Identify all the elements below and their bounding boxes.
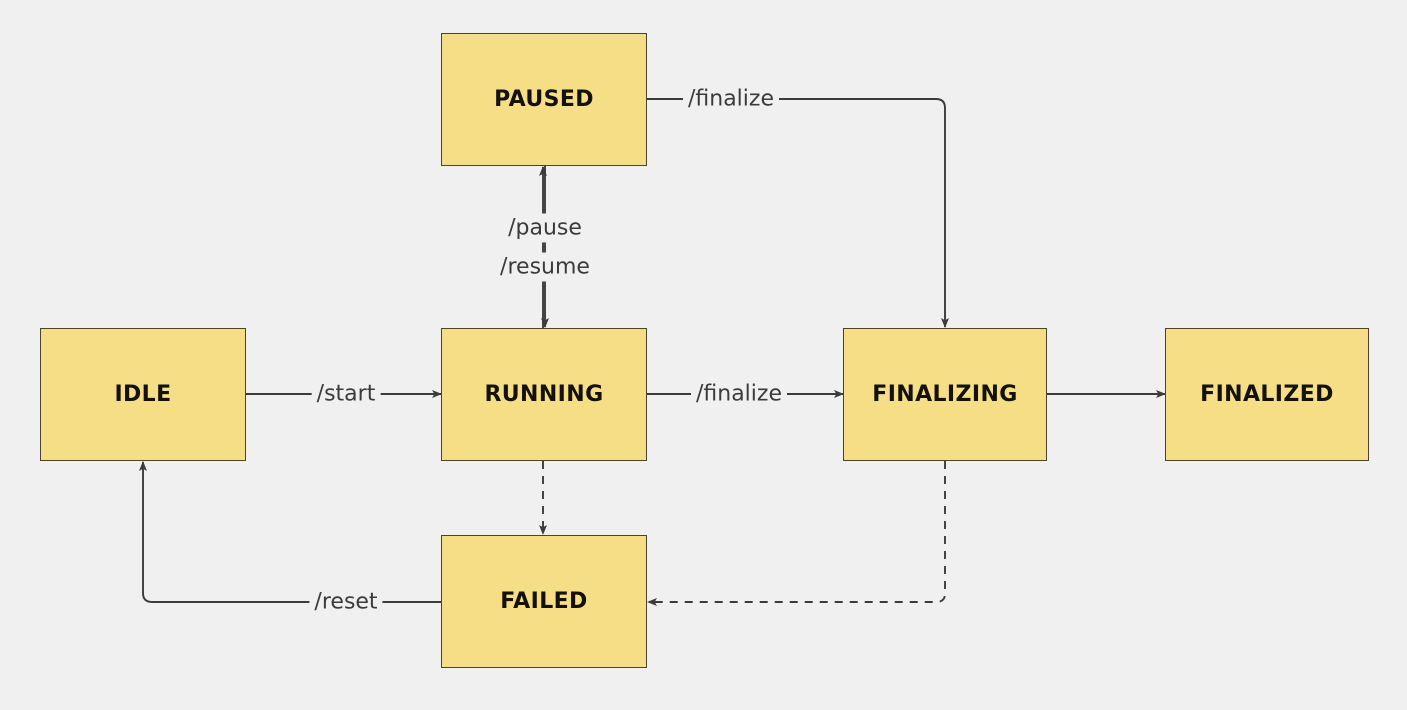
edge-label-reset: /reset: [309, 587, 383, 617]
state-node-paused[interactable]: PAUSED: [441, 33, 647, 166]
edge-label-finalize-paused: /finalize: [682, 84, 780, 114]
state-node-failed[interactable]: FAILED: [441, 535, 647, 668]
state-node-running[interactable]: RUNNING: [441, 328, 647, 461]
edge-paused-finalize-finalizing: [647, 98, 949, 328]
state-node-finalizing[interactable]: FINALIZING: [843, 328, 1047, 461]
state-label-paused: PAUSED: [494, 87, 594, 112]
state-label-running: RUNNING: [484, 382, 604, 407]
edge-label-resume: /resume: [495, 252, 595, 282]
state-label-finalized: FINALIZED: [1200, 382, 1334, 407]
state-node-finalized[interactable]: FINALIZED: [1165, 328, 1369, 461]
state-node-idle[interactable]: IDLE: [40, 328, 246, 461]
edge-failed-reset-idle: [139, 461, 441, 603]
edge-label-start: /start: [311, 379, 381, 409]
edge-label-finalize-running: /finalize: [690, 379, 788, 409]
edge-finalizing-failed: [647, 461, 946, 606]
state-label-idle: IDLE: [114, 382, 172, 407]
edge-label-pause: /pause: [503, 213, 587, 243]
state-label-finalizing: FINALIZING: [872, 382, 1018, 407]
state-label-failed: FAILED: [500, 589, 588, 614]
